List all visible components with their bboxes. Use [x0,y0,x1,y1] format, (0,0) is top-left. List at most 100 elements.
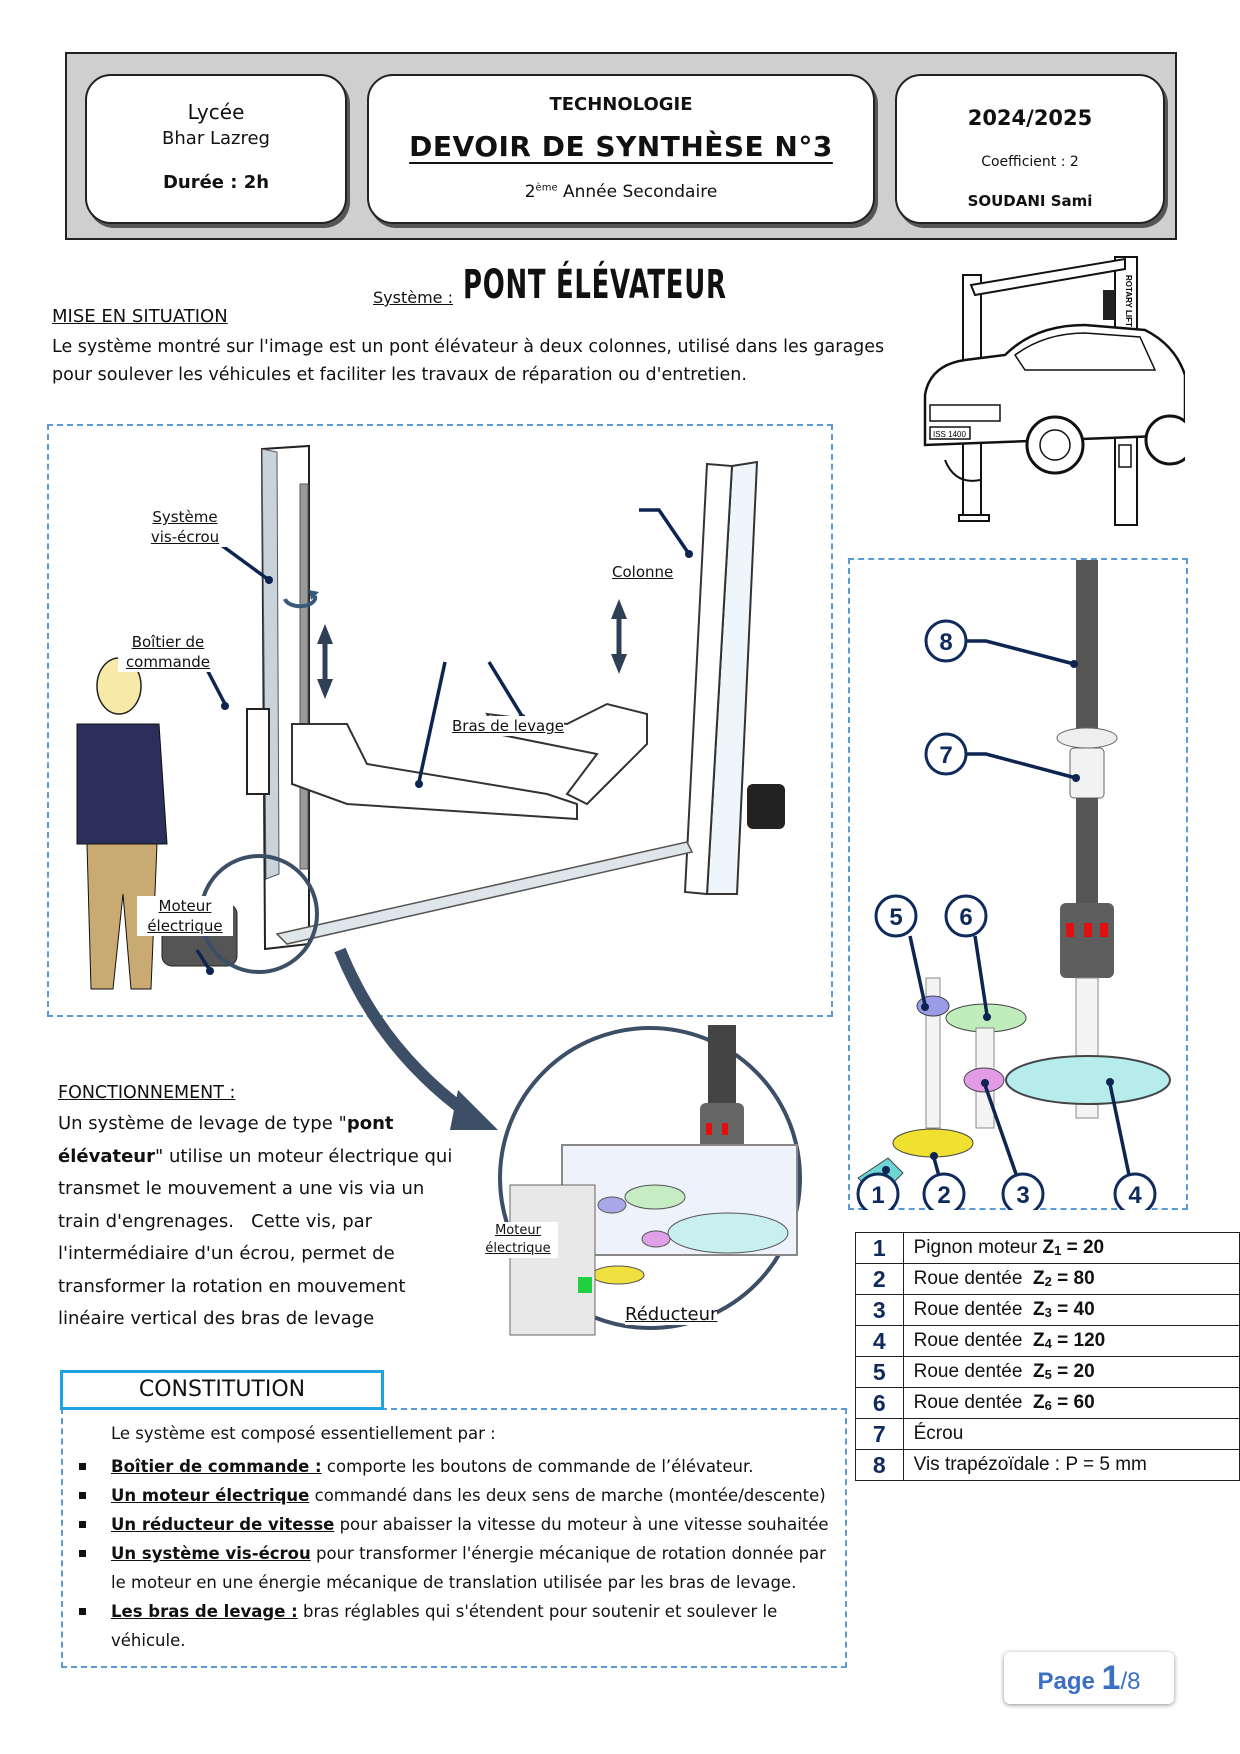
callout-number: 3 [1016,1182,1029,1209]
label-line: vis-écrou [150,528,220,546]
coupling-insert [706,1123,712,1135]
item-key: Boîtier de commande : [111,1457,322,1476]
part-description: Écrou [902,1418,1240,1450]
mise-en-situation-title: MISE EN SITUATION [52,306,228,327]
callout-number: 5 [889,904,902,931]
part-number: 7 [855,1418,904,1450]
reducteur-title: Réducteur [625,1304,718,1325]
constitution-intro: Le système est composé essentiellement p… [111,1424,496,1443]
parts-table-row: 7 Écrou [855,1418,1240,1450]
z-symbol: Z [1033,1392,1045,1413]
school-label: Lycée [187,100,245,124]
fonctionnement-text: Un système de levage de type "pont éléva… [58,1108,478,1336]
leader-dot [930,1152,938,1160]
part-label: Pignon moteur [913,1237,1043,1258]
gear-5 [597,1196,627,1214]
item-text: pour abaisser la vitesse du moteur à une… [334,1515,829,1534]
callout-number: 6 [959,904,972,931]
label-line: commande [125,653,211,671]
gear-4 [1005,1055,1171,1105]
leader-dot [921,1003,929,1011]
callout-number: 4 [1128,1182,1142,1209]
leader-line [966,752,1077,780]
z-index: 1 [1054,1243,1062,1258]
rear-wheel [1144,414,1185,466]
leader-dot [265,576,273,584]
control-box [1118,444,1132,468]
nut [1069,747,1105,799]
gear-1 [578,1277,592,1293]
control-box [246,708,270,795]
leader-line [487,661,524,717]
part-number: 8 [855,1449,904,1481]
part-number: 4 [855,1325,904,1357]
part-number: 2 [855,1263,904,1295]
z-value: = 20 [1061,1237,1105,1258]
fonctionnement-line: élévateur" utilise un moteur électrique … [58,1141,478,1174]
gear-2 [591,1265,645,1285]
exam-header: Lycée Bhar Lazreg Durée : 2h TECHNOLOGIE… [65,52,1177,240]
teeth-count: Z6 = 60 [1033,1392,1095,1413]
motor-box [1103,290,1115,320]
car-grille [929,404,1001,422]
up-down-arrow-icon [611,599,627,674]
level-suffix: ème [535,182,558,194]
coupling-insert [1100,923,1108,937]
label-line: électrique [485,1241,551,1256]
label-line: électrique [147,917,223,935]
teeth-count: Z3 = 40 [1033,1299,1095,1320]
coupling-insert [722,1123,728,1135]
lift-drawing [76,444,785,990]
coefficient: Coefficient : 2 [981,154,1079,170]
reducteur-figure [498,1025,802,1336]
item-text: pour transformer l'énergie mécanique de … [310,1544,826,1563]
item-text: commandé dans les deux sens de marche (m… [309,1486,826,1505]
part-description: Roue dentée Z4 = 120 [902,1325,1240,1357]
teeth-count: Z4 = 120 [1033,1330,1105,1351]
page-indicator: Page 1/8 [1004,1652,1174,1704]
leader-line [973,935,989,1016]
constitution-item: Les bras de levage : bras réglables qui … [63,1597,843,1655]
teacher-name: SOUDANI Sami [967,192,1093,210]
zoom-arrowhead-icon [450,1090,498,1130]
text-bold: élévateur [58,1145,155,1167]
teeth-count: Z2 = 80 [1033,1268,1095,1289]
callout-5: 5 [874,894,918,938]
label-line: Moteur [495,1223,541,1238]
z-index: 6 [1044,1398,1052,1413]
z-index: 2 [1044,1274,1052,1289]
callout-7: 7 [924,732,968,776]
zoom-arrow [334,947,498,1130]
person-illustration [76,657,168,990]
coupling [1060,903,1114,978]
label-colonne: Colonne [612,562,674,582]
leader-dot [685,550,693,558]
fonctionnement-line: l'intermédiaire d'un écrou, permet de [58,1243,395,1264]
license-plate [929,426,971,440]
reducteur-label-moteur: Moteur électrique [478,1222,558,1258]
gear-3 [641,1230,671,1248]
item-text: comporte les boutons de commande de l’él… [321,1457,754,1476]
leader-dot [1072,774,1080,782]
page-total: /8 [1120,1668,1141,1695]
main-lift-figure [47,424,833,1017]
constitution-title: CONSTITUTION [60,1370,384,1410]
label-bras-levage: Bras de levage [452,716,564,736]
nut-flange [1056,727,1118,749]
class-level: 2ème Année Secondaire [369,182,873,202]
item-text-cont: véhicule. [111,1631,186,1650]
part-label: Écrou [913,1423,964,1444]
label-line: Moteur [158,897,212,915]
top-beam [969,257,1126,297]
callout-number: 2 [937,1182,950,1209]
fonctionnement-title: FONCTIONNEMENT : [58,1083,236,1103]
z-symbol: Z [1033,1361,1045,1382]
item-key: Les bras de levage : [111,1602,298,1621]
